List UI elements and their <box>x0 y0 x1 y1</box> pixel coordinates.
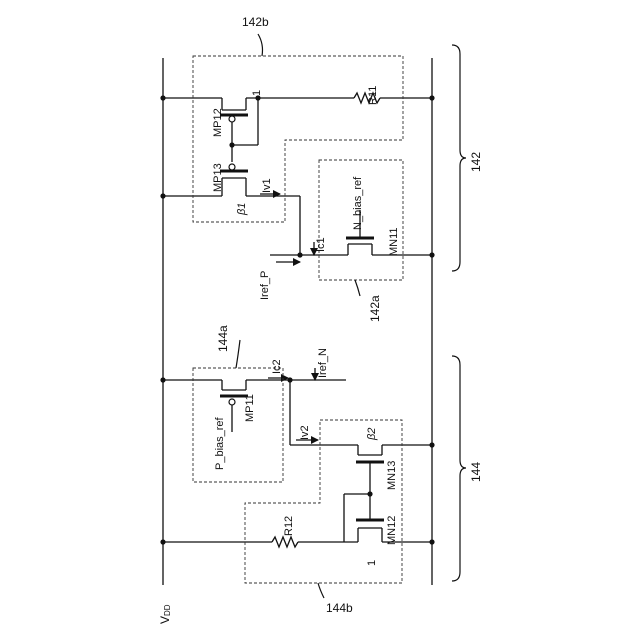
leader-144b <box>318 583 324 598</box>
junction-dot <box>160 95 165 100</box>
iv2-label: Iv2 <box>299 425 311 440</box>
one-label-bottom: 1 <box>366 560 378 566</box>
brace-144 <box>452 356 466 581</box>
ic1-label: Ic1 <box>315 237 327 252</box>
label-142: 142 <box>469 152 483 172</box>
beta2-label: β2 <box>366 428 378 441</box>
mp11-gate-bubble <box>229 399 235 405</box>
junction-dot <box>160 193 165 198</box>
vdd-label-main: V <box>158 616 172 624</box>
mp12-label: MP12 <box>212 108 224 137</box>
mn13-label: MN13 <box>386 461 398 490</box>
label-144a: 144a <box>216 325 230 352</box>
junction-dot <box>287 377 292 382</box>
mp13-label: MP13 <box>212 163 224 192</box>
junction-dot <box>429 95 434 100</box>
junction-dot <box>160 377 165 382</box>
vdd-label-sub: DD <box>163 604 172 616</box>
junction-dot <box>297 252 302 257</box>
junction-dot <box>229 142 234 147</box>
beta1-label: β1 <box>236 203 248 216</box>
label-142a: 142a <box>368 295 382 322</box>
block-142b-outline <box>193 56 403 222</box>
brace-142 <box>452 45 466 271</box>
r12-resistor <box>272 537 298 547</box>
iref-p-label: Iref_P <box>259 271 271 300</box>
vdd-label: VDD <box>158 604 172 624</box>
label-142b: 142b <box>242 15 269 29</box>
mp11-label: MP11 <box>244 394 256 422</box>
block-144a-outline <box>193 368 283 482</box>
p-bias-ref-label: P_bias_ref <box>214 416 226 470</box>
n-bias-ref-label: N_bias_ref <box>352 176 364 230</box>
ic2-label: Ic2 <box>271 359 283 374</box>
r11-label: R11 <box>367 86 379 105</box>
iref-n-label: Iref_N <box>317 348 329 378</box>
mp13-gate-bubble <box>229 164 235 170</box>
one-label-top: 1 <box>251 90 263 96</box>
mn11-label: MN11 <box>388 227 400 256</box>
iv1-label: Iv1 <box>261 178 273 193</box>
r12-label: R12 <box>283 516 295 536</box>
junction-dot <box>429 539 434 544</box>
label-144b: 144b <box>326 601 353 615</box>
junction-dot <box>429 252 434 257</box>
junction-dot <box>160 539 165 544</box>
leader-144a <box>236 340 240 368</box>
mn12-label: MN12 <box>386 516 398 545</box>
label-144: 144 <box>469 462 483 482</box>
junction-dot <box>367 491 372 496</box>
leader-142b <box>258 34 263 56</box>
mp12-gate-bubble <box>229 116 235 122</box>
leader-142a <box>355 280 360 296</box>
junction-dot <box>429 442 434 447</box>
